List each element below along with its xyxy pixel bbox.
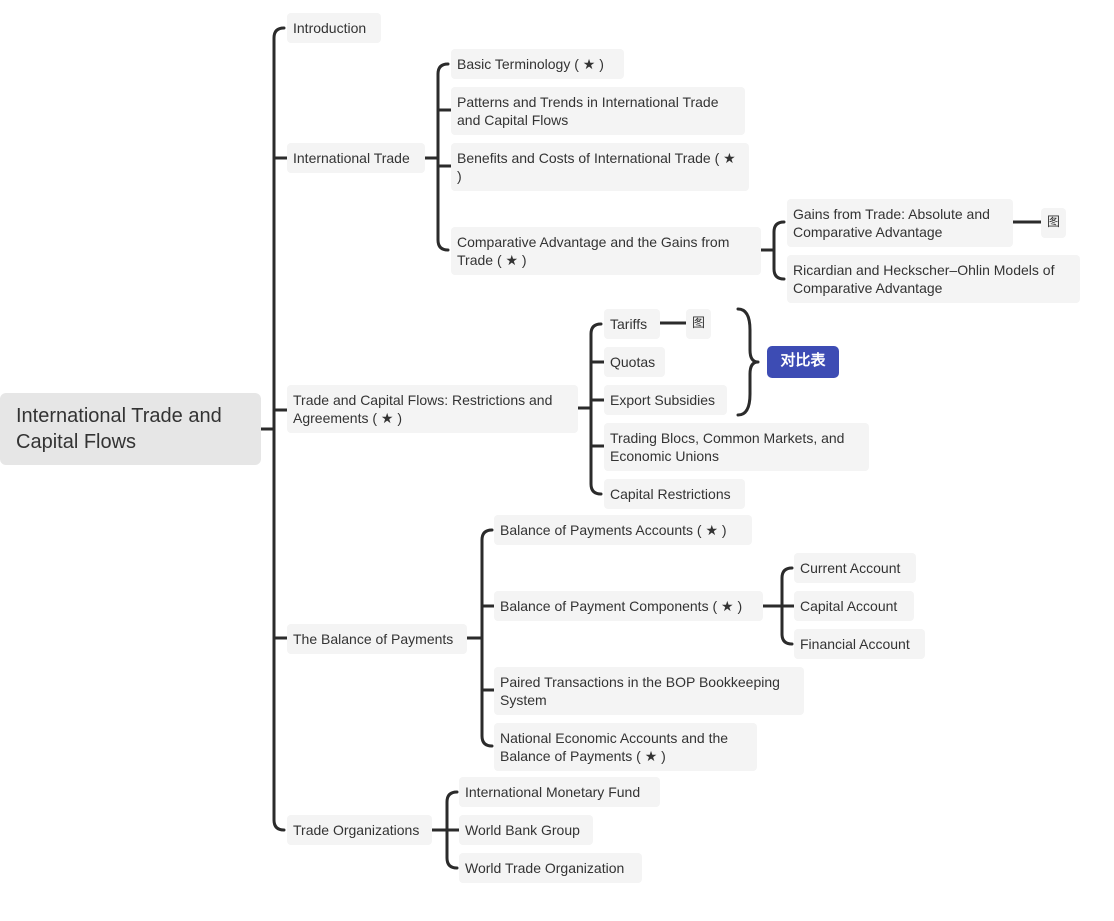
- comparison-brace: [736, 307, 760, 417]
- node-bop-components[interactable]: Balance of Payment Components ( ★ ): [494, 591, 763, 621]
- node-imf[interactable]: International Monetary Fund: [459, 777, 660, 807]
- image-icon[interactable]: 图: [1041, 208, 1066, 238]
- node-wto[interactable]: World Trade Organization: [459, 853, 642, 883]
- node-financial-account[interactable]: Financial Account: [794, 629, 925, 659]
- node-basic-terminology[interactable]: Basic Terminology ( ★ ): [451, 49, 624, 79]
- node-world-bank[interactable]: World Bank Group: [459, 815, 593, 845]
- node-paired-transactions[interactable]: Paired Transactions in the BOP Bookkeepi…: [494, 667, 804, 715]
- node-tariffs[interactable]: Tariffs: [604, 309, 660, 339]
- comparison-table-tag[interactable]: 对比表: [767, 346, 839, 378]
- node-current-account[interactable]: Current Account: [794, 553, 916, 583]
- node-quotas[interactable]: Quotas: [604, 347, 665, 377]
- node-benefits-costs[interactable]: Benefits and Costs of International Trad…: [451, 143, 749, 191]
- connector-level1-trunk: [272, 26, 286, 832]
- node-national-accounts[interactable]: National Economic Accounts and the Balan…: [494, 723, 757, 771]
- node-comparative-advantage[interactable]: Comparative Advantage and the Gains from…: [451, 227, 761, 275]
- node-capital-account[interactable]: Capital Account: [794, 591, 914, 621]
- node-gains-from-trade[interactable]: Gains from Trade: Absolute and Comparati…: [787, 199, 1013, 247]
- node-capital-restrictions[interactable]: Capital Restrictions: [604, 479, 745, 509]
- node-bop-accounts[interactable]: Balance of Payments Accounts ( ★ ): [494, 515, 752, 545]
- node-trade-organizations[interactable]: Trade Organizations: [287, 815, 432, 845]
- node-export-subsidies[interactable]: Export Subsidies: [604, 385, 727, 415]
- root-node[interactable]: International Trade and Capital Flows: [0, 393, 261, 465]
- node-restrictions[interactable]: Trade and Capital Flows: Restrictions an…: [287, 385, 578, 433]
- node-patterns-trends[interactable]: Patterns and Trends in International Tra…: [451, 87, 745, 135]
- node-international-trade[interactable]: International Trade: [287, 143, 425, 173]
- image-icon[interactable]: 图: [686, 309, 711, 339]
- node-ricardian[interactable]: Ricardian and Heckscher–Ohlin Models of …: [787, 255, 1080, 303]
- node-balance-of-payments[interactable]: The Balance of Payments: [287, 624, 467, 654]
- node-trading-blocs[interactable]: Trading Blocs, Common Markets, and Econo…: [604, 423, 869, 471]
- node-introduction[interactable]: Introduction: [287, 13, 381, 43]
